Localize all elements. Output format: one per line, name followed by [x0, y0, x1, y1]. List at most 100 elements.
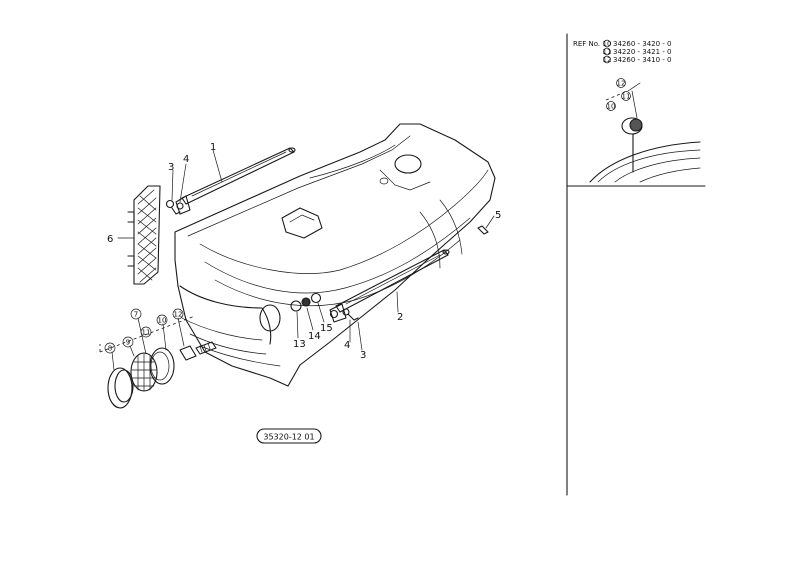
screw-icon — [477, 225, 489, 235]
lens-pattern — [131, 353, 157, 392]
callout-2: 2 — [397, 312, 403, 323]
callout-12: 12 — [174, 311, 183, 319]
callout-3: 3 — [168, 162, 174, 173]
lamp-detail-view: 12 11 10 — [589, 78, 701, 183]
callout-3: 3 — [360, 350, 366, 361]
hood-contour — [199, 169, 489, 274]
leader-line — [171, 169, 174, 201]
fender-inner-line — [614, 157, 701, 183]
reflector-inner — [150, 351, 170, 381]
leader-line — [179, 163, 187, 203]
grille-frame — [133, 185, 161, 285]
leader-line — [357, 321, 363, 351]
leader-line — [129, 345, 135, 357]
fender-inner-line — [639, 167, 701, 183]
side-grille — [127, 185, 161, 285]
side-rod-lower — [329, 249, 450, 323]
leader-line — [296, 311, 299, 339]
front-face-line — [189, 333, 267, 355]
detail-callout-circle — [621, 91, 631, 101]
washer-icon — [176, 202, 184, 210]
callout-11: 11 — [142, 329, 151, 337]
ref-marker-circle — [603, 47, 611, 56]
leader-lines — [111, 149, 495, 371]
washer-13-icon — [290, 300, 302, 312]
cap-surround — [379, 169, 431, 191]
ref-marker-circle — [603, 39, 611, 48]
hood-body — [174, 123, 496, 387]
leader-line — [631, 90, 638, 119]
callout-4: 4 — [183, 154, 189, 165]
small-hole — [379, 177, 389, 185]
rod-lower-hole — [442, 249, 450, 255]
grille-tab — [127, 255, 135, 267]
front-face-line — [181, 317, 263, 341]
callout-9: 9 — [126, 339, 130, 347]
ref-row-part: 34260 - 3420 - 0 — [613, 40, 672, 48]
callout-circle — [130, 308, 142, 320]
leader-line — [111, 351, 115, 371]
ref-row-part: 34220 - 3421 - 0 — [613, 48, 672, 56]
callout-14: 14 — [308, 331, 321, 342]
fender-inner-line — [597, 149, 701, 183]
side-rod-upper — [175, 147, 296, 215]
lamp-opening — [259, 304, 281, 332]
ref-title: REF No. — [573, 40, 600, 48]
washer-15-icon — [310, 292, 322, 304]
diagram-code-frame — [256, 428, 322, 444]
headlamp-assembly — [99, 315, 217, 409]
callout-1: 1 — [210, 142, 216, 153]
leader-line — [485, 215, 495, 229]
rod-lower-body — [335, 249, 449, 313]
callout-10: 10 — [158, 317, 167, 325]
rod-upper-groove — [191, 151, 287, 197]
hood-emblem-line — [289, 214, 315, 223]
front-face-line — [199, 345, 281, 367]
leader-line — [627, 82, 641, 92]
rod-lower-bracket — [329, 303, 347, 323]
washer-14-icon — [301, 297, 311, 307]
washer-icon — [342, 308, 350, 316]
headlamp-rim-inner — [114, 369, 134, 403]
callout-circle — [104, 342, 116, 354]
callout-4: 4 — [344, 340, 350, 351]
callout-labels: 1 2 3 3 4 4 5 6 7 8 9 10 11 12 13 14 15 — [104, 142, 501, 361]
ref-row-marker: 11 — [603, 48, 612, 56]
hood-contour — [204, 217, 471, 294]
rim-edge — [107, 387, 123, 409]
callout-15: 15 — [320, 323, 333, 334]
diagram-code-badge: 35320-12 01 — [256, 428, 322, 444]
detail-callout: 11 — [622, 93, 631, 101]
leader-line — [162, 323, 167, 351]
front-face — [179, 285, 272, 345]
filler-cap — [394, 154, 422, 174]
reference-panel: REF No. 10 34260 - 3420 - 0 11 34220 - 3… — [573, 39, 701, 183]
rod-upper-hole — [288, 147, 296, 153]
ref-marker-circle — [603, 55, 611, 64]
detail-callout-circle — [616, 78, 626, 88]
headlamp-reflector — [149, 347, 175, 385]
detail-callout-circle — [606, 101, 616, 111]
leader-line — [317, 302, 325, 323]
detail-callout: 10 — [607, 103, 616, 111]
callout-5: 5 — [495, 210, 501, 221]
nut-icon — [165, 199, 175, 209]
leader-line — [396, 291, 399, 313]
lamp-socket — [195, 341, 217, 355]
callout-8: 8 — [108, 345, 112, 353]
hood-ridge — [187, 135, 411, 237]
ref-row-marker: 12 — [603, 56, 612, 64]
callout-13: 13 — [293, 339, 306, 350]
bolt-icon — [347, 313, 359, 321]
callout-circle — [156, 314, 168, 326]
grille-tab — [127, 211, 135, 223]
bulb-holder — [179, 345, 197, 361]
fasteners — [165, 199, 489, 321]
grille-mesh — [137, 195, 157, 281]
leader-line — [177, 317, 185, 347]
rod-upper-bracket — [175, 195, 191, 215]
hood-emblem — [281, 207, 323, 239]
callout-circle — [140, 326, 152, 338]
